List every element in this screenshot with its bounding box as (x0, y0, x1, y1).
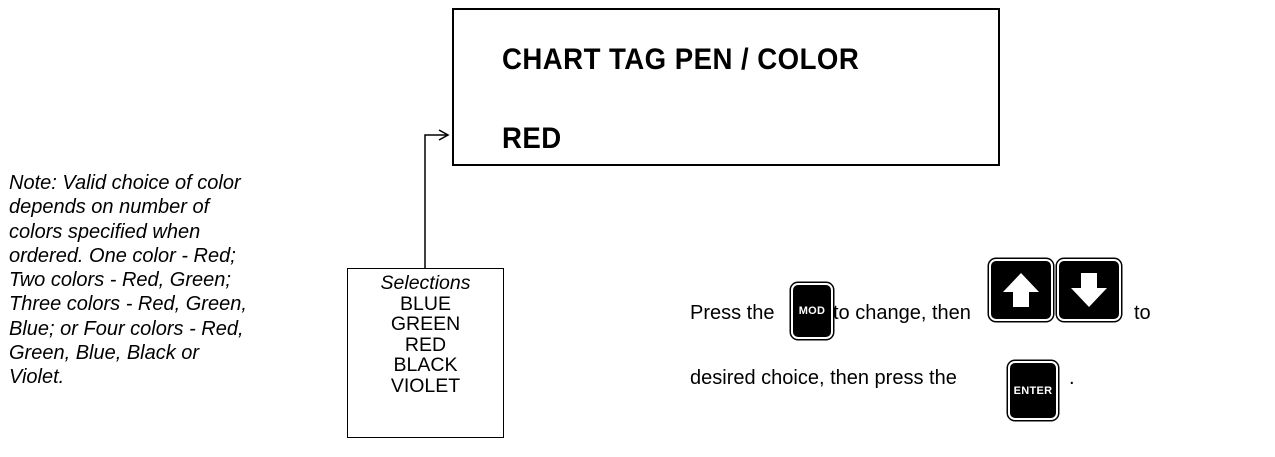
selections-box: Selections BLUE GREEN RED BLACK VIOLET (347, 268, 504, 438)
instr-period: . (1069, 367, 1075, 389)
selection-item-blue: BLUE (400, 292, 451, 315)
instr-to: to (1134, 302, 1151, 324)
instr-press-the: Press the (690, 302, 775, 324)
selection-item-black: BLACK (393, 354, 458, 376)
down-arrow-key[interactable] (1059, 261, 1119, 319)
display-prompt: CHART TAG PEN / COLOR (502, 43, 860, 76)
display-value: RED (502, 122, 562, 155)
lcd-display: CHART TAG PEN / COLOR RED (452, 8, 1000, 166)
enter-key[interactable]: ENTER (1010, 363, 1056, 418)
mod-key[interactable]: MOD (793, 285, 831, 337)
selections-title: Selections (380, 272, 471, 294)
up-arrow-key[interactable] (991, 261, 1051, 319)
selection-item-green: GREEN (390, 313, 461, 335)
instr-to-change-then: to change, then (833, 302, 971, 324)
selection-item-red: RED (404, 333, 447, 356)
mod-key-label: MOD (798, 305, 826, 317)
selection-item-violet: VIOLET (390, 374, 461, 397)
instr-desired-choice: desired choice, then press the (690, 367, 957, 389)
enter-key-label: ENTER (1013, 384, 1053, 397)
color-note: Note: Valid choice of color depends on n… (9, 172, 247, 389)
down-arrow-icon (1071, 273, 1107, 307)
up-arrow-icon (1003, 273, 1039, 307)
